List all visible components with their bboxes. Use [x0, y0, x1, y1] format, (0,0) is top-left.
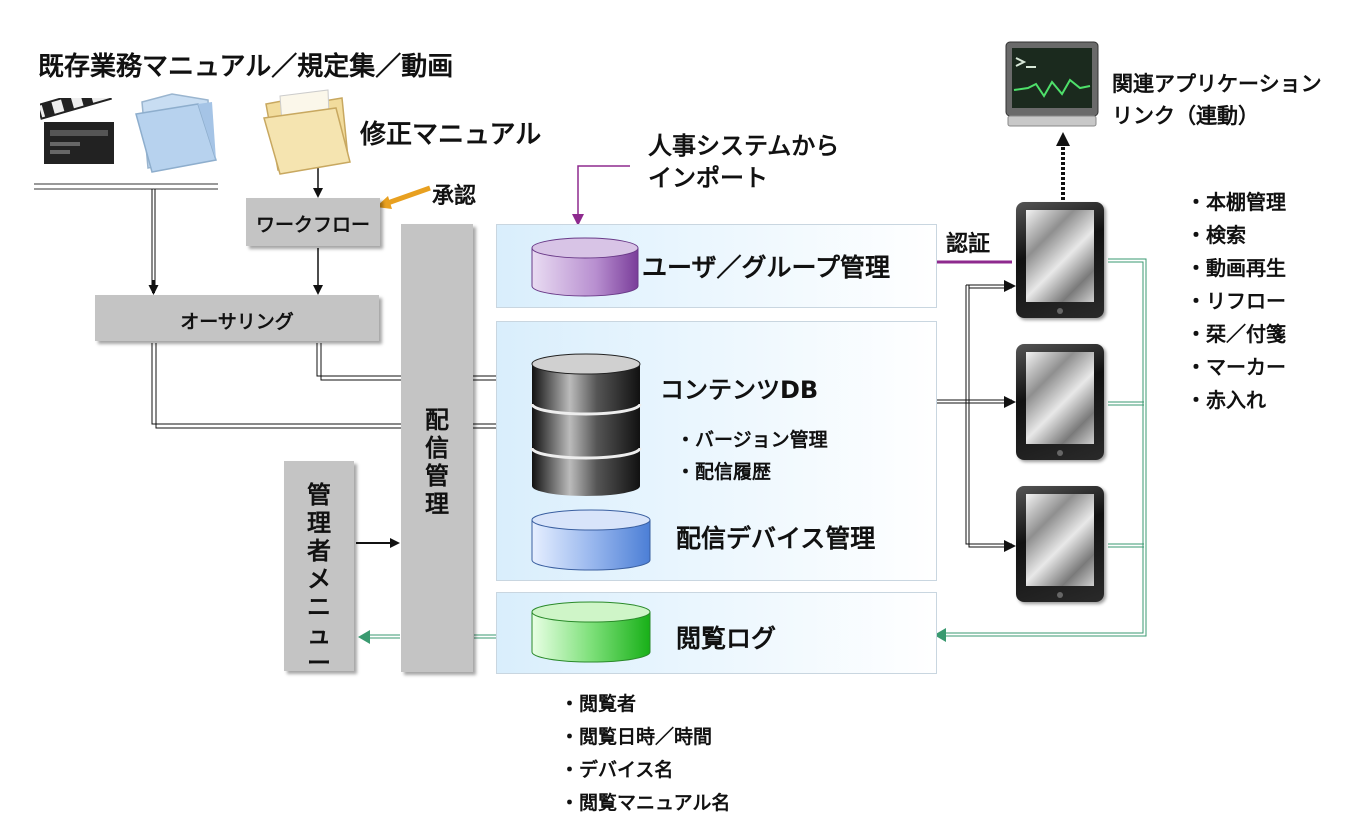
authoring-box: オーサリング [95, 295, 379, 341]
hr-import-label: 人事システムから インポート [648, 130, 839, 194]
tablet-icon [1016, 486, 1104, 602]
list-item: ・配信履歴 [676, 461, 772, 483]
user-group-label: ユーザ／グループ管理 [642, 253, 891, 282]
content-db-items: ・バージョン管理 ・配信履歴 [676, 424, 828, 488]
distribution-label: 配信管理 [425, 406, 449, 518]
revised-manual-label: 修正マニュアル [360, 120, 542, 150]
list-item: ・本棚管理 [1186, 190, 1286, 214]
features-list: ・本棚管理 ・検索 ・動画再生 ・リフロー ・栞／付箋 ・マーカー ・赤入れ [1186, 186, 1286, 417]
related-app-line-2: リンク（連動） [1112, 104, 1259, 128]
log-to-admin-lines [368, 634, 496, 639]
approval-label: 承認 [432, 184, 477, 209]
list-item: ・閲覧マニュアル名 [560, 792, 731, 814]
list-item: ・デバイス名 [560, 759, 674, 781]
list-item: ・動画再生 [1186, 256, 1286, 280]
admin-menu-box[interactable]: 管理者メニュー [284, 461, 354, 677]
content-to-tablets-arrows [936, 284, 1012, 548]
admin-menu-label: 管理者メニュー [307, 481, 331, 677]
list-item: ・閲覧者 [560, 693, 637, 715]
authoring-label: オーサリング [180, 311, 294, 333]
user-database-icon [531, 237, 639, 297]
authoring-to-content-arrow-2 [151, 343, 520, 429]
document-folder-icon [135, 93, 217, 173]
source-shelf-line [34, 183, 218, 190]
list-item: ・栞／付箋 [1186, 322, 1286, 346]
list-item: ・検索 [1186, 223, 1246, 247]
device-database-icon [531, 509, 651, 571]
content-db-label: コンテンツDB [660, 376, 819, 404]
auth-label: 認証 [946, 232, 991, 257]
workflow-label: ワークフロー [255, 214, 370, 236]
device-mgmt-label: 配信デバイス管理 [676, 524, 876, 553]
shelf-to-authoring-arrow [148, 189, 159, 295]
tablet-to-app-arrow [1056, 132, 1070, 200]
hr-import-line-2: インポート [648, 164, 768, 192]
tablets-to-log-lines [945, 258, 1147, 637]
list-item: ・閲覧日時／時間 [560, 726, 713, 748]
related-app-label: 関連アプリケーション リンク（連動） [1112, 68, 1322, 132]
tablet-icon [1016, 202, 1104, 318]
log-database-icon [531, 601, 651, 663]
monitor-icon [1005, 41, 1099, 127]
tablet-icon [1016, 344, 1104, 460]
clapperboard-icon [40, 98, 114, 164]
hr-import-arrow [577, 165, 630, 218]
list-item: ・マーカー [1186, 355, 1286, 379]
approval-arrow [381, 185, 431, 208]
distribution-management-box: 配信管理 [401, 224, 473, 672]
page-title: 既存業務マニュアル／規定集／動画 [38, 52, 454, 82]
yellow-folder-icon [263, 89, 351, 175]
list-item: ・リフロー [1186, 289, 1286, 313]
workflow-box: ワークフロー [246, 198, 380, 246]
list-item: ・赤入れ [1186, 388, 1266, 412]
view-log-items: ・閲覧者 ・閲覧日時／時間 ・デバイス名 ・閲覧マニュアル名 [560, 688, 730, 820]
list-item: ・バージョン管理 [676, 429, 828, 451]
related-app-line-1: 関連アプリケーション [1112, 72, 1322, 96]
hr-import-line-1: 人事システムから [648, 132, 840, 160]
view-log-label: 閲覧ログ [676, 624, 777, 653]
content-database-icon [530, 353, 642, 496]
